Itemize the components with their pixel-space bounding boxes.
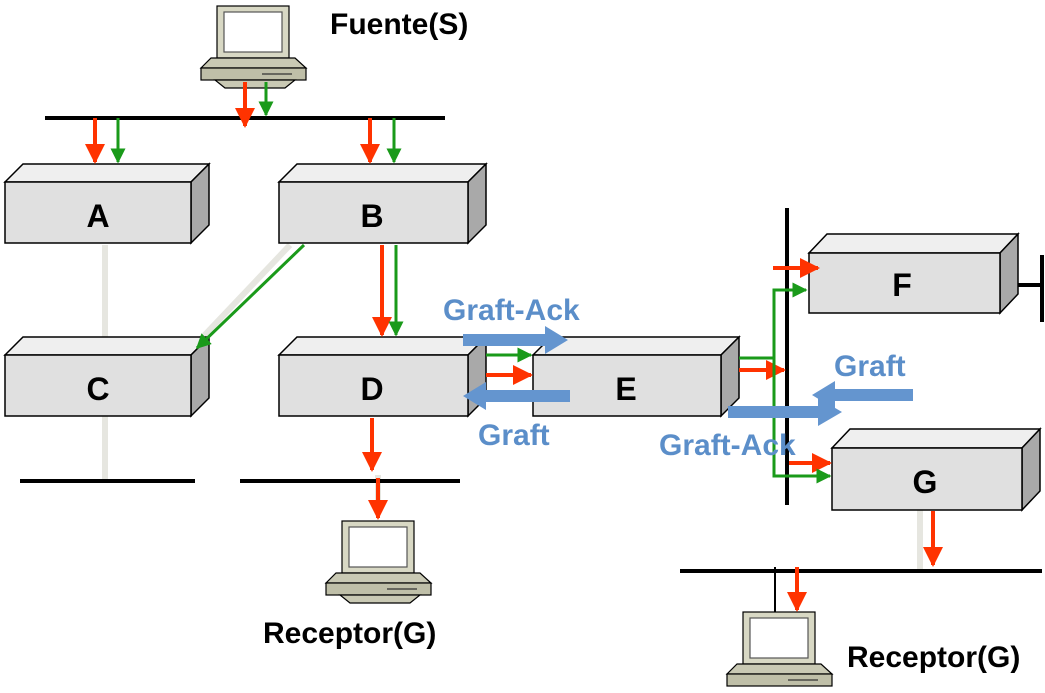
- graft-right-label: Graft: [834, 350, 906, 383]
- router-d-label: D: [360, 371, 383, 407]
- receptor-right-computer-icon: [725, 611, 834, 687]
- graft-message-arrows: [463, 326, 913, 426]
- router-f-label: F: [892, 267, 912, 303]
- graft-bottom-label: Graft: [478, 419, 550, 452]
- green-path-e-g: [772, 358, 832, 484]
- graft-bottom-arrow: [463, 382, 570, 410]
- router-g: [830, 427, 1042, 512]
- router-e: [531, 335, 741, 418]
- source-computer-icon: [199, 5, 308, 89]
- graft-ack-right-arrow: [728, 398, 842, 426]
- router-c: [3, 335, 211, 418]
- router-g-label: G: [913, 464, 938, 500]
- green-arrow-b-c: [195, 243, 306, 350]
- graft-ack-top-label: Graft-Ack: [443, 294, 580, 327]
- graft-right-arrow: [812, 381, 913, 409]
- router-a: [3, 162, 211, 245]
- data-flow-arrows: [85, 82, 943, 612]
- receptor-left-label: Receptor(G): [263, 617, 436, 650]
- graft-ack-right-label: Graft-Ack: [659, 429, 796, 462]
- router-c-label: C: [86, 371, 109, 407]
- router-b: [277, 162, 488, 245]
- receptor-left-computer-icon: [324, 520, 433, 604]
- router-e-label: E: [615, 371, 636, 407]
- router-b-label: B: [360, 198, 383, 234]
- receptor-right-label: Receptor(G): [847, 641, 1020, 674]
- green-flow-arrows: [110, 82, 832, 484]
- source-label: Fuente(S): [330, 8, 468, 41]
- green-path-e-f: [739, 282, 808, 360]
- router-f: [807, 232, 1020, 315]
- router-a-label: A: [86, 198, 109, 234]
- graft-ack-top-arrow: [463, 326, 568, 354]
